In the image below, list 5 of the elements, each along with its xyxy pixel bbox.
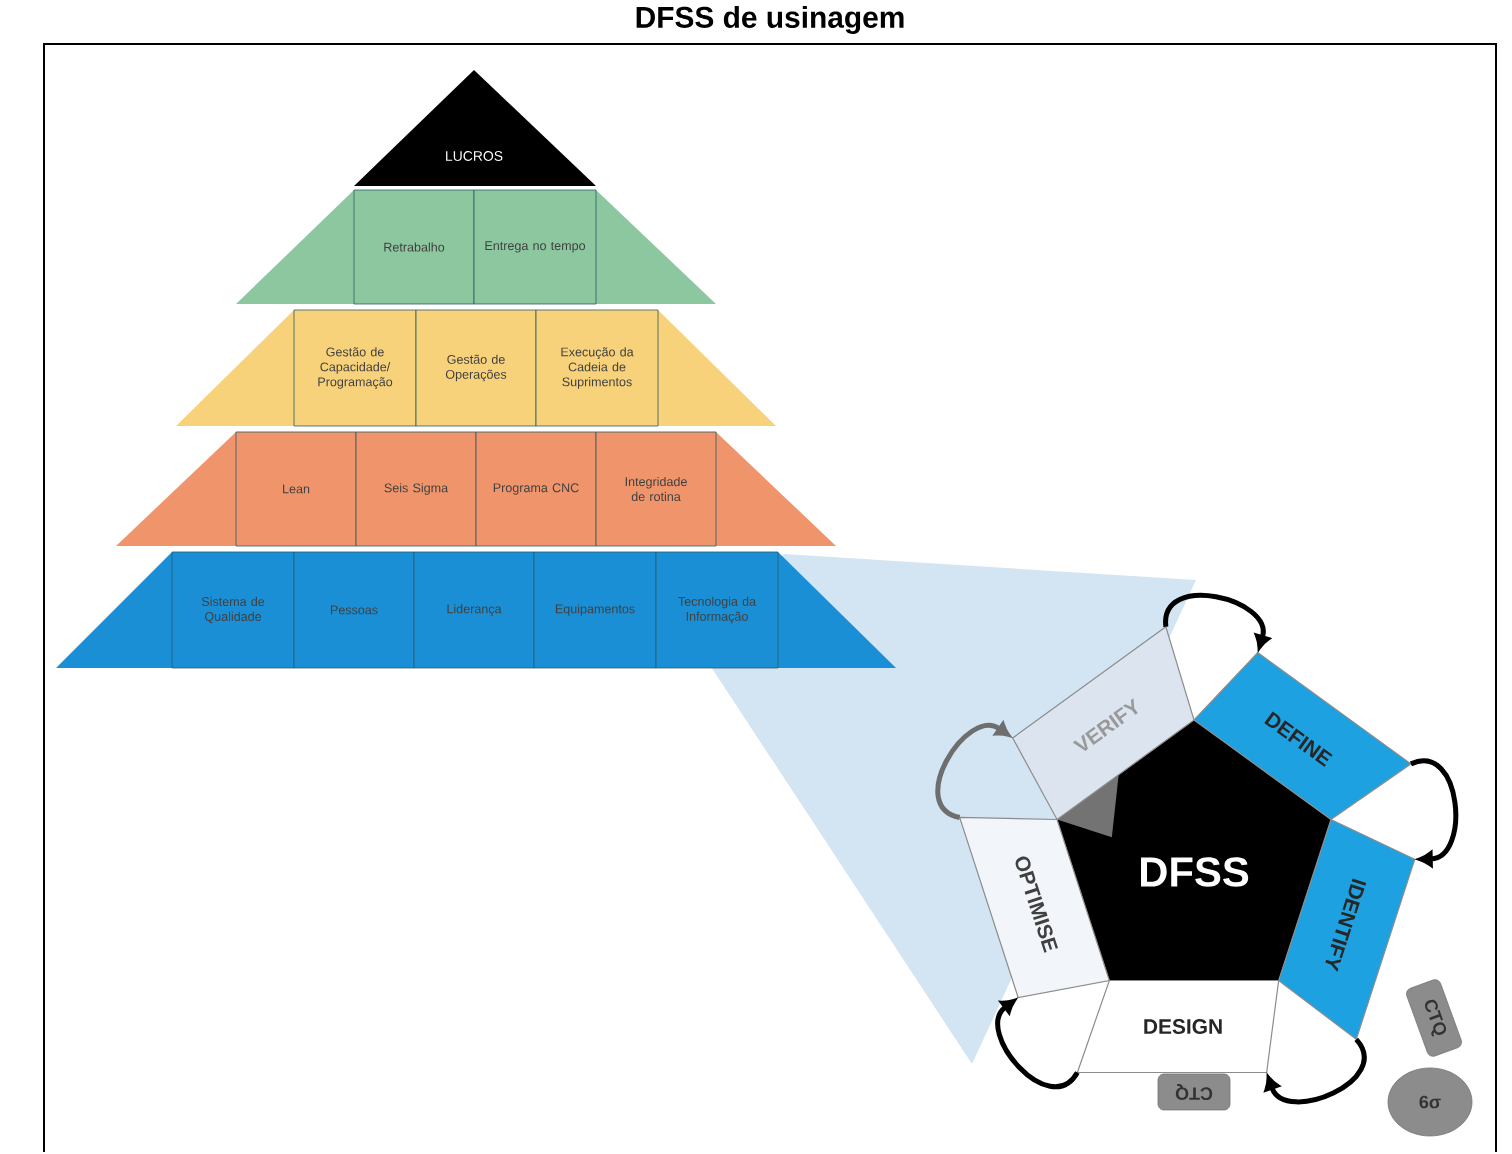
ctq-tag: CTQ [1157,1073,1231,1111]
ctq-tag: CTQ [1406,979,1462,1057]
title: DFSS de usinagem [636,6,904,34]
curved-arrow [1163,593,1271,650]
cycle-segment: DESIGN [1076,979,1280,1074]
